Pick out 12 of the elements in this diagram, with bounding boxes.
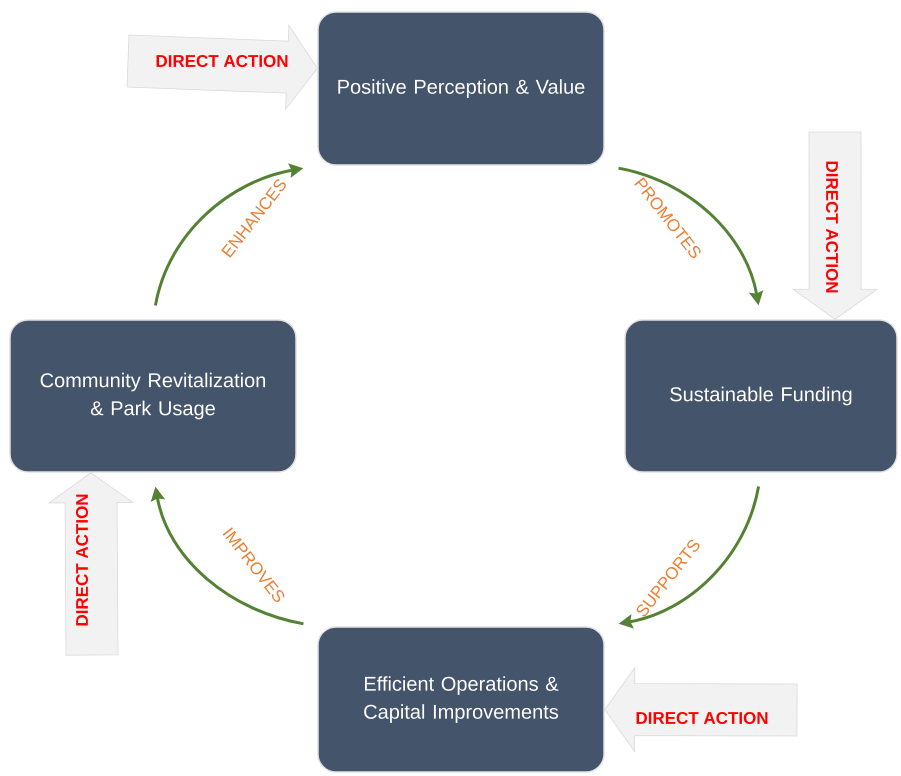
block-arrow	[126, 24, 318, 110]
process-box: Sustainable Funding	[624, 319, 898, 473]
block-arrow	[48, 472, 134, 656]
process-box: Positive Perception & Value	[317, 11, 605, 166]
process-box: Efficient Operations & Capital Improvements	[317, 626, 605, 773]
block-arrow	[604, 666, 798, 753]
edge-label: DIRECT ACTION	[156, 54, 288, 68]
edge-label: DIRECT ACTION	[636, 712, 768, 724]
edge-label: DIRECT ACTION	[76, 494, 88, 626]
edge-label: DIRECT ACTION	[826, 162, 838, 292]
process-box: Community Revitalization & Park Usage	[9, 319, 297, 473]
block-arrow	[792, 132, 878, 320]
